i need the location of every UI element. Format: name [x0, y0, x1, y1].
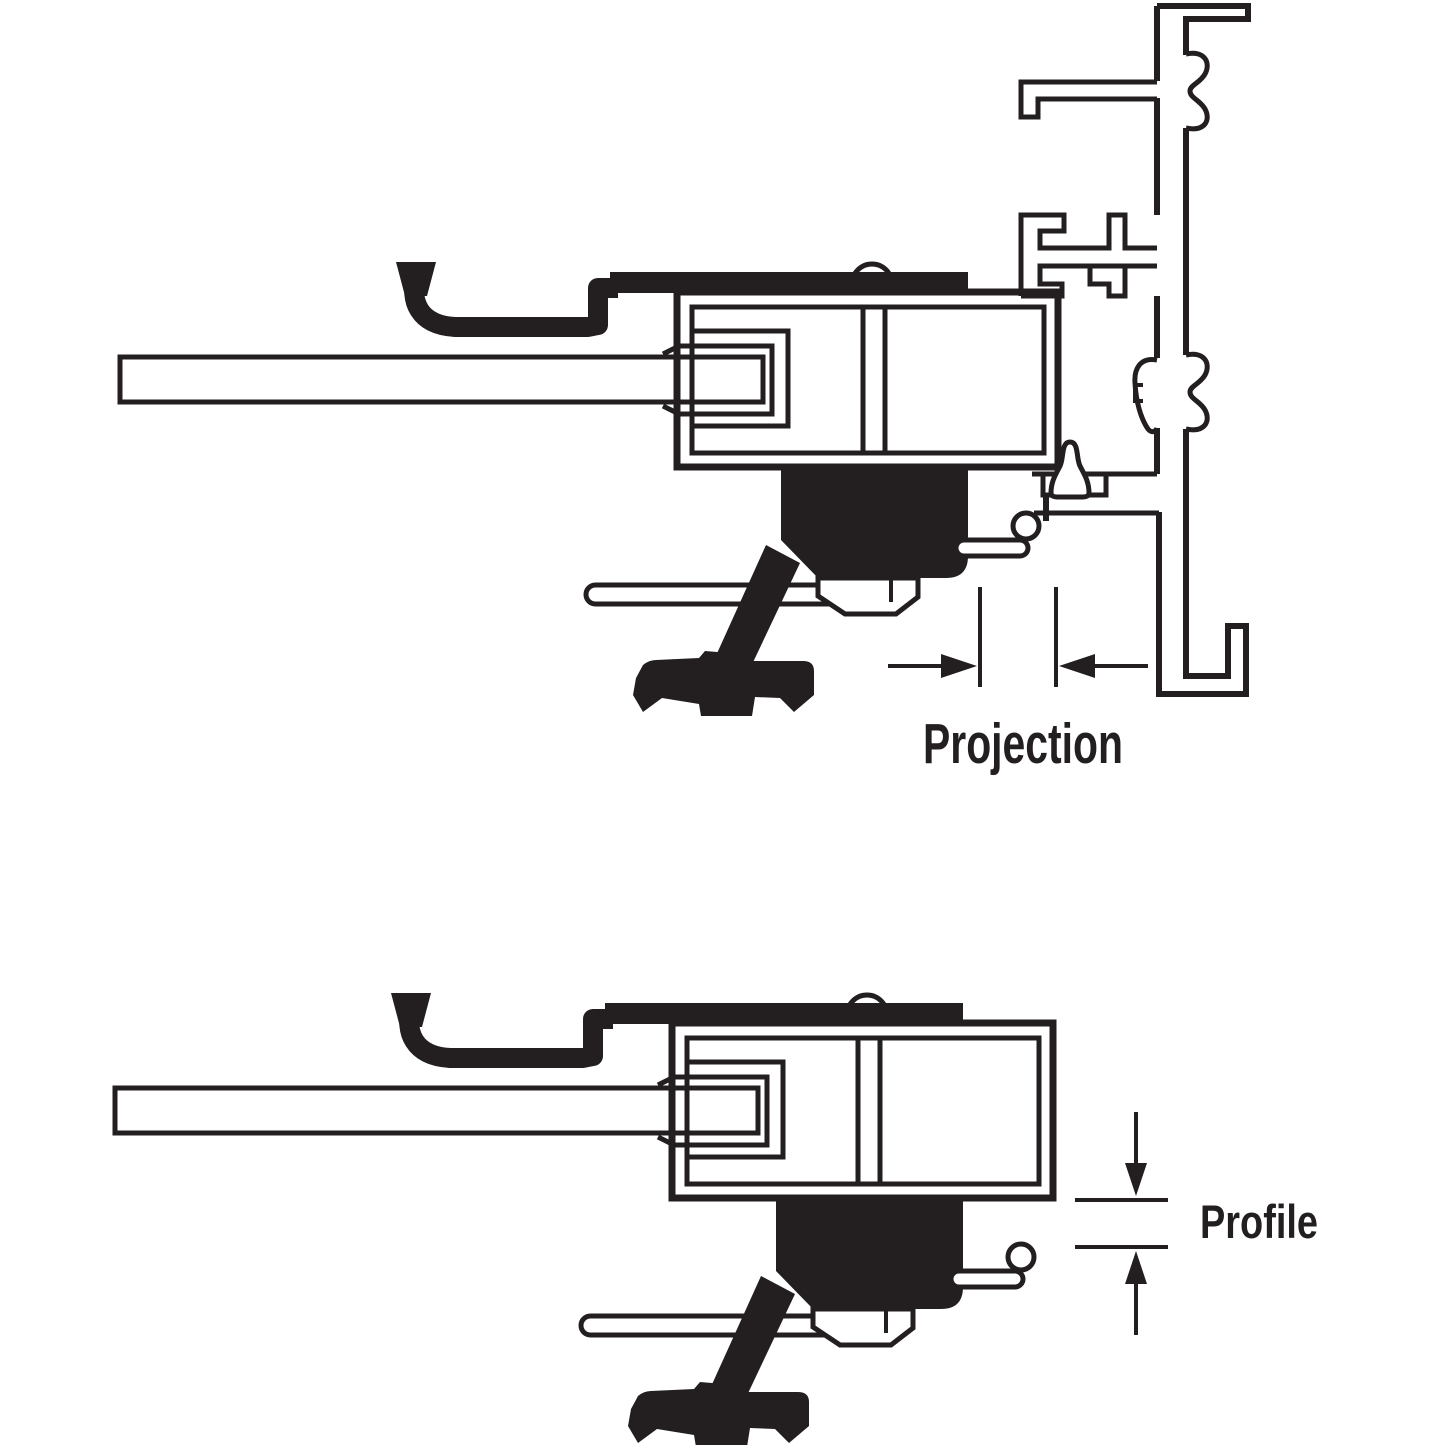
frame-top-tab — [1157, 3, 1251, 55]
profile-label: Profile — [1200, 1195, 1318, 1248]
sill-gasket-bump — [1048, 439, 1092, 500]
profile-view: Profile — [115, 993, 1318, 1445]
frame-interlock-upper — [1018, 212, 1157, 296]
frame-gasket-bulb — [1132, 357, 1160, 435]
profile-arrowhead-down-pointing — [1125, 1163, 1147, 1196]
projection-arrowhead-left-pointing — [1059, 654, 1095, 678]
frame-screw-boss-lower — [1185, 351, 1210, 433]
clamp-assembly-top — [120, 262, 1058, 716]
frame-head-flange — [1018, 79, 1157, 120]
clamp-assembly-bottom — [115, 993, 1053, 1445]
frame-gasket-bulb-notch — [1133, 383, 1143, 403]
projection-arrowhead-right-pointing — [941, 654, 977, 678]
profile-dimension: Profile — [1075, 1112, 1318, 1335]
frame-bottom-j-channel — [1156, 429, 1249, 697]
frame-extrusion — [1018, 3, 1251, 697]
profile-arrowhead-up-pointing — [1125, 1251, 1147, 1284]
projection-dimension: Projection — [888, 587, 1148, 776]
frame-screw-boss-upper — [1185, 50, 1210, 132]
frame-interlock-lower — [1021, 263, 1157, 299]
projection-label: Projection — [923, 712, 1123, 776]
projection-view: Projection — [120, 3, 1251, 776]
